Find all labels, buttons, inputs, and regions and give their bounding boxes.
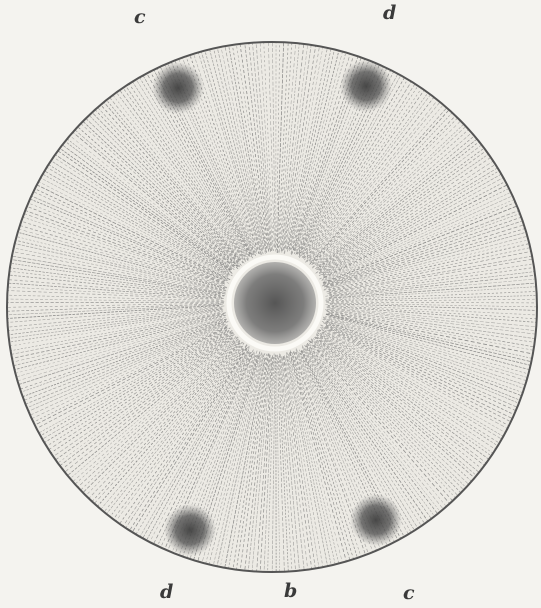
label-c-bottom-right: c — [403, 584, 415, 603]
label-d-bottom-left: d — [160, 583, 173, 602]
dark-spot-4 — [350, 494, 402, 546]
label-c-top-left: c — [134, 8, 146, 27]
label-b-bottom-center: b — [284, 582, 297, 601]
dark-spot-1 — [152, 62, 204, 114]
central-nucleus — [234, 262, 316, 344]
label-d-top-right: d — [383, 4, 396, 23]
dark-spot-3 — [164, 504, 216, 556]
